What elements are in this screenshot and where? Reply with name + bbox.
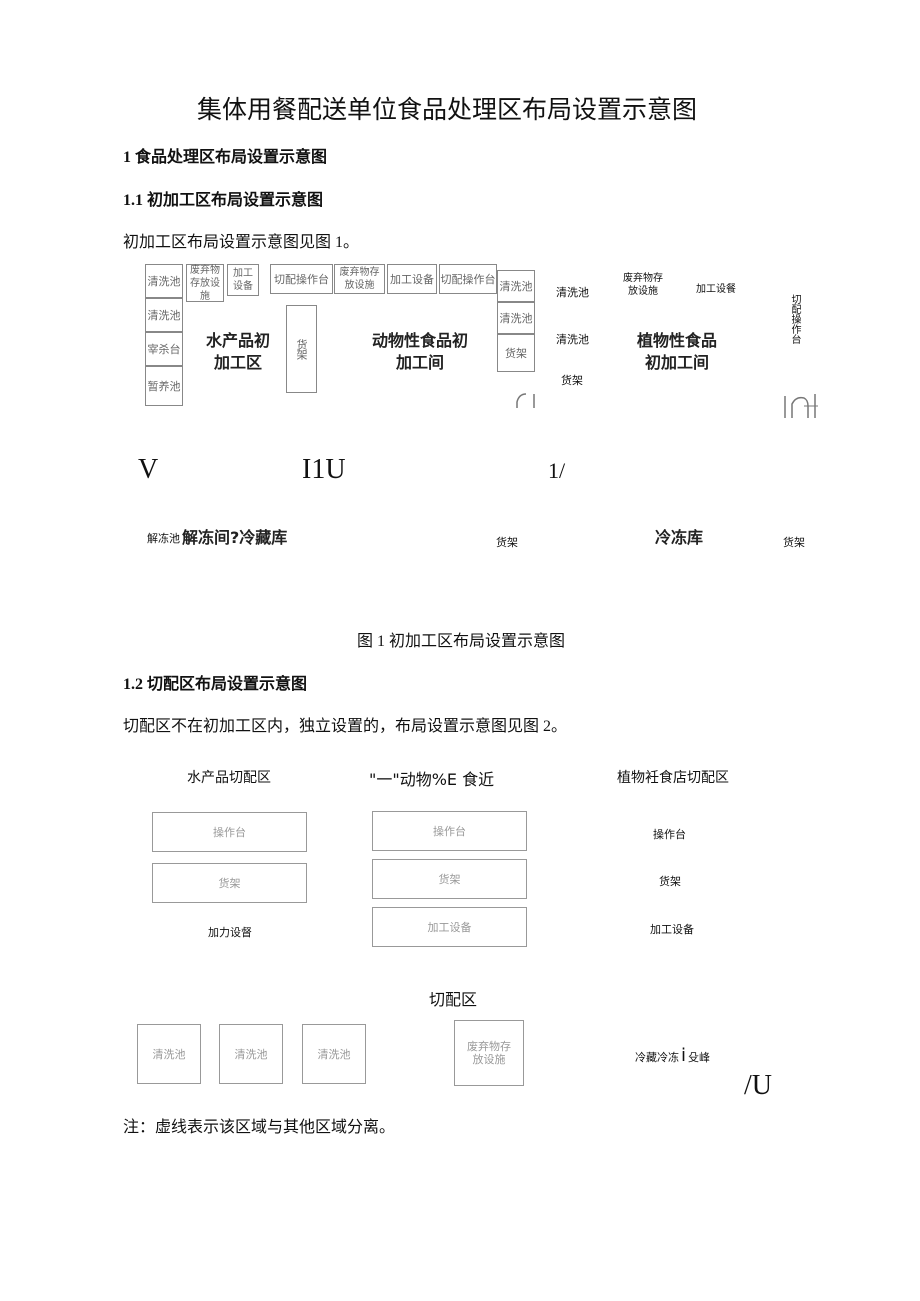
waste-storage-box: 废弃物存放设施 (454, 1020, 524, 1086)
plant-equipment-label: 加工设餐 (696, 284, 736, 295)
aquatic-operation-table-box: 操作台 (152, 812, 307, 852)
slaughter-table-box: 宰杀台 (145, 332, 183, 366)
page-title: 集体用餐配送单位食品处理区布局设置示意图 (197, 97, 698, 124)
plant-operation-table-label: 操作台 (653, 828, 686, 841)
wash-pool-box: 清洗池 (145, 298, 183, 332)
cold-storage-text: 冷藏冷冻 (635, 1051, 679, 1064)
animal-processing-area-label: 动物性食品初加工间 (372, 331, 469, 372)
plant-shelf-label: 货架 (561, 374, 583, 387)
animal-equipment-box: 加工设备 (372, 907, 527, 947)
wash-pool-box: 清洗池 (219, 1024, 283, 1084)
waste-storage-box-2: 废弃物存放设施 (334, 264, 385, 294)
glyph-slash: 1/ (548, 458, 566, 483)
door-arc-icon (516, 393, 535, 408)
cutting-station-box-2: 切配操作台 (439, 264, 497, 294)
plant-wash-pool-label: 清洗池 (556, 286, 589, 299)
processing-equipment-box-2: 加工设备 (387, 264, 437, 294)
aquatic-processing-area-label: 水产品初加工区 (205, 331, 270, 372)
aquatic-equipment-label: 加力设督 (208, 926, 252, 939)
wash-pool-box-right: 清洗池 (497, 270, 535, 302)
shelf-label-a: 货架 (496, 536, 518, 549)
thaw-room-label: 解冻间?冷藏库 (182, 528, 288, 547)
holding-pool-box: 暂养池 (145, 366, 183, 406)
wash-pool-box: 清洗池 (302, 1024, 366, 1084)
note: 注：虚线表示该区域与其他区域分离。 (123, 1119, 396, 1136)
cold-storage-i: i (681, 1045, 687, 1066)
plant-cutting-station-label: 切配操作台 (789, 294, 800, 344)
plant-processing-area-label: 植物性食品初加工间 (636, 331, 717, 372)
heading-1-2: 1.2 切配区布局设置示意图 (123, 676, 308, 693)
plant-equipment-label: 加工设备 (650, 923, 694, 936)
glyph-i1u: I1U (302, 454, 346, 485)
paragraph-1-2: 切配区不在初加工区内，独立设置的，布局设置示意图见图 2。 (123, 718, 568, 735)
cutting-station-box: 切配操作台 (270, 264, 333, 294)
plant-shelf-label: 货架 (659, 875, 681, 888)
figure-1-caption: 图 1 初加工区布局设置示意图 (357, 633, 566, 650)
plant-cutting-title: 植物衽食店切配区 (617, 771, 729, 786)
wash-pool-box: 清洗池 (145, 264, 183, 298)
door-arc-icon (784, 394, 818, 418)
paragraph-1-1: 初加工区布局设置示意图见图 1。 (123, 234, 360, 251)
glyph-v: V (138, 454, 159, 485)
animal-shelf-box: 货架 (372, 859, 527, 899)
aquatic-cutting-title: 水产品切配区 (187, 771, 271, 786)
cold-storage-tail: 殳峰 (688, 1051, 711, 1064)
freezer-label: 冷冻库 (655, 528, 704, 547)
shelf-vertical-box: 货架 (286, 305, 317, 393)
plant-waste-label: 废弃物存放设施 (623, 273, 663, 297)
plant-wash-pool-label-2: 清洗池 (556, 333, 589, 346)
processing-equipment-box: 加工设备 (227, 264, 259, 296)
waste-storage-box: 废弃物存放设施 (186, 264, 224, 302)
heading-1-1: 1.1 初加工区布局设置示意图 (123, 192, 324, 209)
aquatic-shelf-box: 货架 (152, 863, 307, 903)
wash-pool-box-right: 清洗池 (497, 302, 535, 334)
animal-operation-table-box: 操作台 (372, 811, 527, 851)
cutting-zone-title: 切配区 (429, 992, 478, 1009)
shelf-box-right: 货架 (497, 334, 535, 372)
wash-pool-box: 清洗池 (137, 1024, 201, 1084)
thaw-pool-label: 解冻池 (147, 532, 180, 545)
shelf-label-b: 货架 (783, 536, 805, 549)
heading-1: 1 食品处理区布局设置示意图 (123, 149, 328, 166)
animal-cutting-title: "一"动物%E 食近 (369, 770, 495, 789)
glyph-u: /U (744, 1070, 772, 1101)
